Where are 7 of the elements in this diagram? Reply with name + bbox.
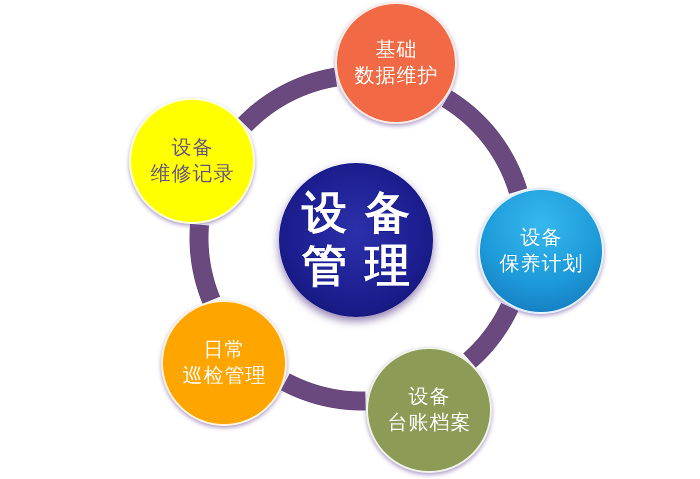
node-label: 设备台账档案 [386,385,472,436]
hub-title: 设备管理 [300,186,428,293]
node-label: 设备维修记录 [150,136,234,187]
node-label: 设备保养计划 [498,226,584,277]
node-label: 日常巡检管理 [182,338,266,389]
node-label: 基础数据维护 [354,38,438,89]
hub-circle [279,163,433,317]
